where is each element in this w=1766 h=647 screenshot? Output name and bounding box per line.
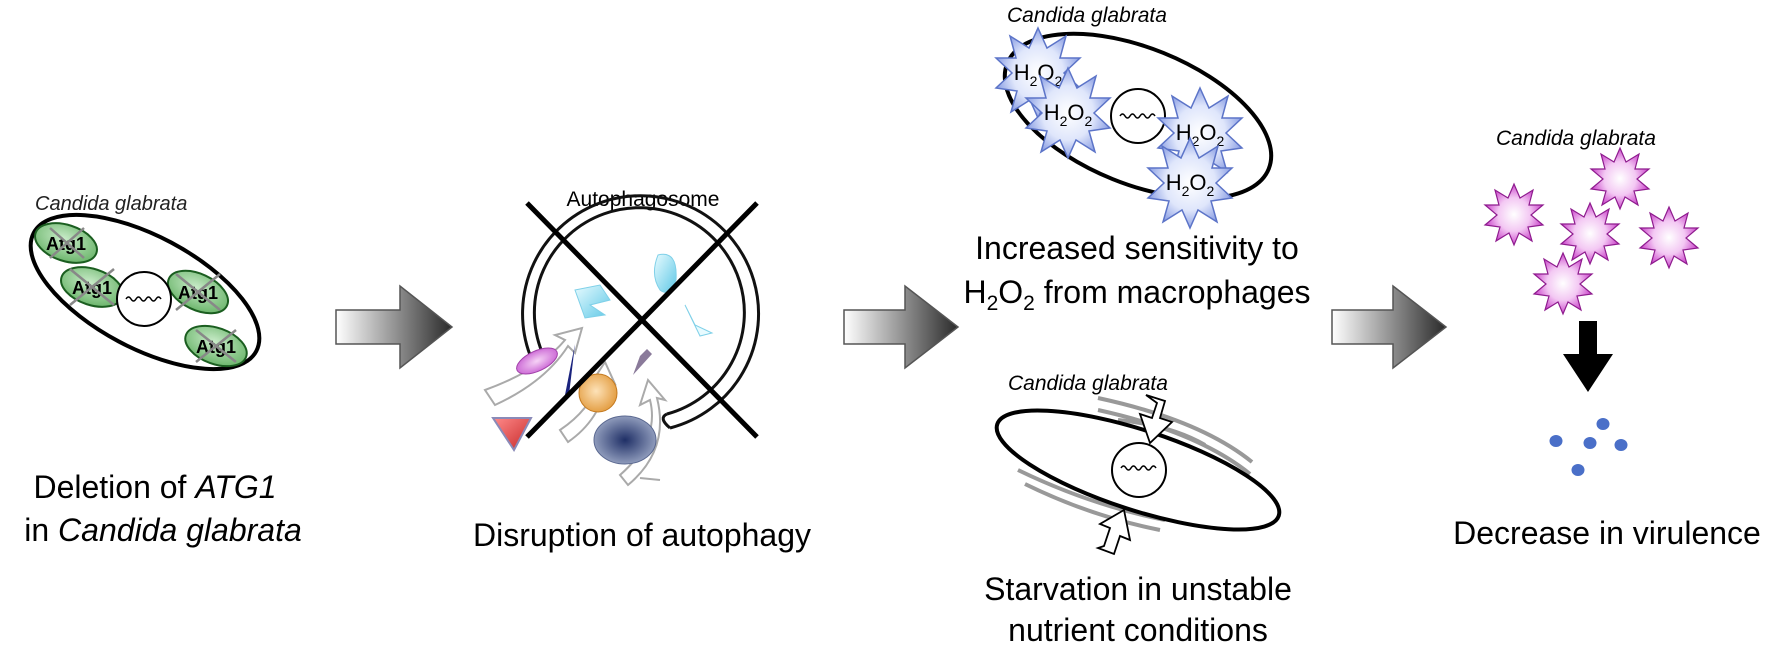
h2o2-text: H2O2	[1176, 120, 1225, 149]
caption-starvation-line1: Starvation in unstable	[984, 571, 1292, 607]
atg1-bubble: Atg1	[34, 222, 98, 264]
dna-icon	[1119, 113, 1156, 119]
h2o2-burst: H2O2	[1156, 86, 1244, 180]
starvation-cell	[994, 394, 1282, 556]
caption-starvation-line2: nutrient conditions	[1008, 612, 1268, 647]
organism-label-top: Candida glabrata	[1007, 4, 1167, 27]
caption-line1: Deletion of ATG1	[33, 469, 276, 505]
panel-consequences: Candida glabrata H2O2 H2O2 H2O2 H2O2 Inc…	[963, 4, 1310, 647]
nucleus	[1110, 88, 1166, 144]
h2o2-burst: H2O2	[1024, 66, 1112, 160]
nucleus	[116, 271, 172, 327]
h2o2-text: H2O2	[1166, 170, 1215, 199]
panel-virulence: Candida glabrata Decrease in virulence	[1453, 127, 1761, 551]
h2o2-text: H2O2	[1014, 60, 1063, 89]
reduced-yeast-dots	[1549, 418, 1628, 476]
atg1-bubble: Atg1	[184, 324, 248, 368]
yeast-burst	[1559, 201, 1621, 266]
caption: Disruption of autophagy	[473, 517, 811, 553]
organism-label-bottom: Candida glabrata	[1008, 372, 1168, 395]
autophagosome-label: Autophagosome	[567, 188, 720, 211]
caption: Decrease in virulence	[1453, 515, 1761, 551]
rod-cargo	[565, 344, 575, 395]
pressure-arrow-down-icon	[1138, 394, 1174, 445]
dna-icon	[1120, 465, 1157, 471]
autophagosome-membrane-inner	[532, 206, 746, 416]
decrease-arrow-down-icon	[1563, 321, 1613, 392]
caption-line2: in Candida glabrata	[24, 512, 302, 548]
lipid-droplet	[578, 373, 618, 413]
panel-autophagy-disruption: Autophagosome Disruption of autophagy	[473, 188, 811, 553]
panel-atg1-deletion: Candida glabrata Atg1 Atg1 Atg1 Atg1	[24, 193, 302, 548]
yeast-burst	[1638, 205, 1700, 270]
triangle-cargo	[491, 417, 533, 452]
h2o2-burst: H2O2	[1146, 136, 1234, 230]
yeast-burst	[1483, 182, 1545, 247]
caption-sensitivity-line2: H2O2 from macrophages	[963, 274, 1310, 315]
organism-label: Candida glabrata	[35, 193, 187, 215]
yeast-burst	[1589, 146, 1651, 211]
organism-label: Candida glabrata	[1496, 127, 1656, 150]
atg1-bubble: Atg1	[167, 269, 229, 315]
dna-icon	[125, 296, 162, 302]
autophagosome-membrane-outer	[521, 194, 761, 430]
pressure-arrow-up-icon	[1095, 508, 1132, 556]
flow-arrow-right	[335, 284, 454, 370]
h2o2-text: H2O2	[1044, 100, 1093, 129]
caption-sensitivity-line1: Increased sensitivity to	[975, 230, 1299, 266]
yeast-burst	[1532, 251, 1594, 316]
cargo-cluster	[483, 253, 714, 487]
organelle-cargo	[593, 415, 657, 465]
flow-arrow-right	[1331, 284, 1448, 370]
flow-arrow-right	[843, 284, 960, 370]
